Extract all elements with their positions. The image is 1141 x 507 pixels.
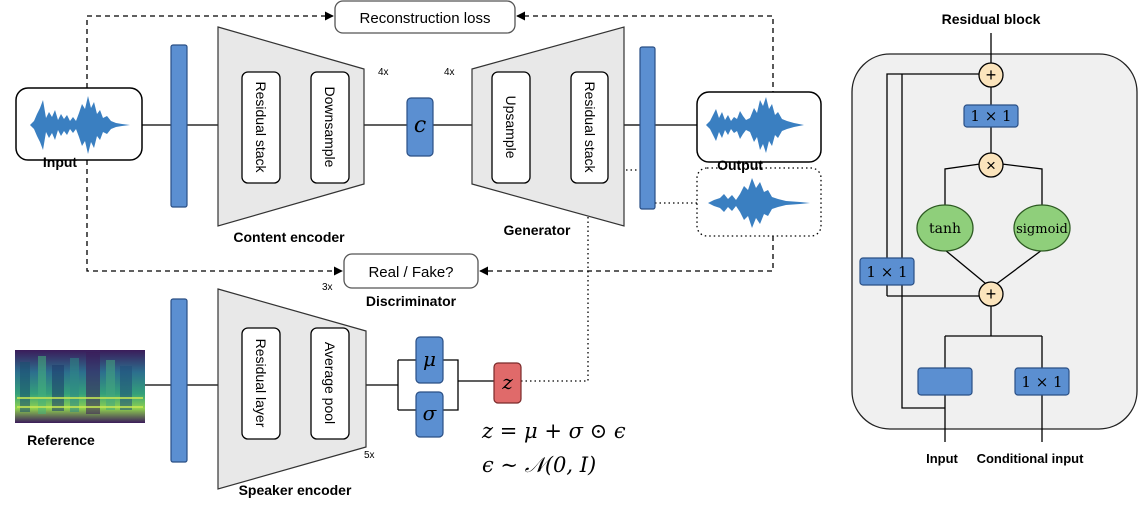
reconstruction-loss-box	[334, 0, 516, 34]
equation-reparam: z = μ + σ ⊙ ϵ	[481, 419, 626, 443]
content-encoder-label: Content encoder	[233, 229, 345, 245]
middle-add-node	[978, 281, 1004, 307]
discriminator-multiplier: 3x	[322, 282, 333, 293]
real-fake-label: Real / Fake?	[368, 264, 453, 281]
multiply-glyph: ×	[986, 156, 996, 175]
output-audio: Output	[696, 91, 822, 173]
output-conv-bar	[639, 46, 656, 210]
residual-block-panel: Residual block +	[851, 11, 1138, 466]
generated-waveform-icon	[708, 178, 810, 228]
middle-add-glyph: +	[986, 284, 997, 304]
generator-label: Generator	[504, 222, 571, 238]
input-conv-box	[917, 367, 973, 396]
speaker-encoder-label: Speaker encoder	[239, 482, 352, 498]
discriminator-label: Discriminator	[366, 293, 457, 309]
residual-block-lines	[886, 33, 1043, 442]
input-audio: Input	[15, 87, 143, 170]
tanh-node	[916, 204, 974, 252]
tanh-label: tanh	[929, 221, 961, 237]
generator-multiplier: 4x	[444, 67, 455, 78]
top-add-glyph: +	[986, 65, 997, 85]
generator-residual-stack-label: Residual stack	[582, 81, 598, 173]
sigma-symbol: σ	[423, 401, 438, 425]
sigma-box	[415, 391, 444, 438]
generator: 4x Upsample Residual stack Generator	[444, 26, 625, 238]
content-code-box	[406, 97, 434, 157]
input-waveform-icon	[30, 96, 130, 154]
residual-input-label: Input	[926, 451, 958, 466]
content-code-symbol: c	[414, 113, 426, 138]
residual-block-title: Residual block	[942, 11, 1041, 27]
downsample-label: Downsample	[322, 87, 338, 168]
conditional-input-label: Conditional input	[977, 451, 1085, 466]
speaker-encoder-multiplier: 5x	[364, 450, 375, 461]
conv-left-label: 1 × 1	[866, 263, 907, 281]
reference-label: Reference	[27, 432, 95, 448]
upsample-label: Upsample	[503, 95, 519, 158]
residual-stack-block	[241, 71, 281, 184]
conv-cond-label: 1 × 1	[1021, 373, 1062, 391]
sigmoid-node	[1013, 204, 1071, 252]
output-waveform-icon	[706, 97, 804, 153]
generator-residual-stack-block	[570, 71, 609, 184]
conv-left-box	[859, 257, 915, 286]
content-encoder: Residual stack Downsample 4x Content enc…	[217, 26, 389, 245]
top-add-node	[978, 62, 1004, 88]
downsample-block	[310, 71, 350, 184]
residual-block-background	[851, 53, 1138, 430]
reference-spectrogram: Reference	[15, 350, 145, 448]
multiply-node	[978, 152, 1004, 178]
reconstruction-loss-label: Reconstruction loss	[360, 10, 491, 27]
mu-symbol: μ	[423, 347, 436, 371]
generated-waveform-box	[696, 167, 822, 237]
output-label: Output	[717, 157, 763, 173]
average-pool-block	[310, 327, 350, 440]
z-symbol: z	[501, 370, 513, 394]
reconstruction-loss-paths	[86, 11, 774, 276]
average-pool-label: Average pool	[322, 342, 338, 424]
real-fake-box	[343, 253, 479, 289]
conv-top-box	[963, 104, 1019, 128]
equation-prior: ϵ ∼ 𝒩(0, I)	[482, 453, 596, 477]
speaker-encoder: Residual layer Average pool 5x Speaker e…	[217, 288, 375, 498]
speaker-conv-bar	[170, 298, 188, 463]
generated-audio	[696, 167, 822, 237]
conv-cond-box	[1014, 367, 1070, 396]
input-conv-bar	[170, 44, 188, 208]
z-box	[493, 362, 522, 404]
spectrogram-harmonics	[17, 397, 143, 408]
residual-layer-block	[241, 327, 281, 440]
residual-stack-label: Residual stack	[253, 81, 269, 173]
sigmoid-label: sigmoid	[1016, 222, 1068, 237]
residual-layer-label: Residual layer	[253, 339, 269, 428]
upsample-block	[491, 71, 531, 184]
mu-box	[415, 336, 444, 384]
conv-top-label: 1 × 1	[970, 107, 1011, 125]
input-label: Input	[43, 154, 78, 170]
content-encoder-multiplier: 4x	[378, 67, 389, 78]
